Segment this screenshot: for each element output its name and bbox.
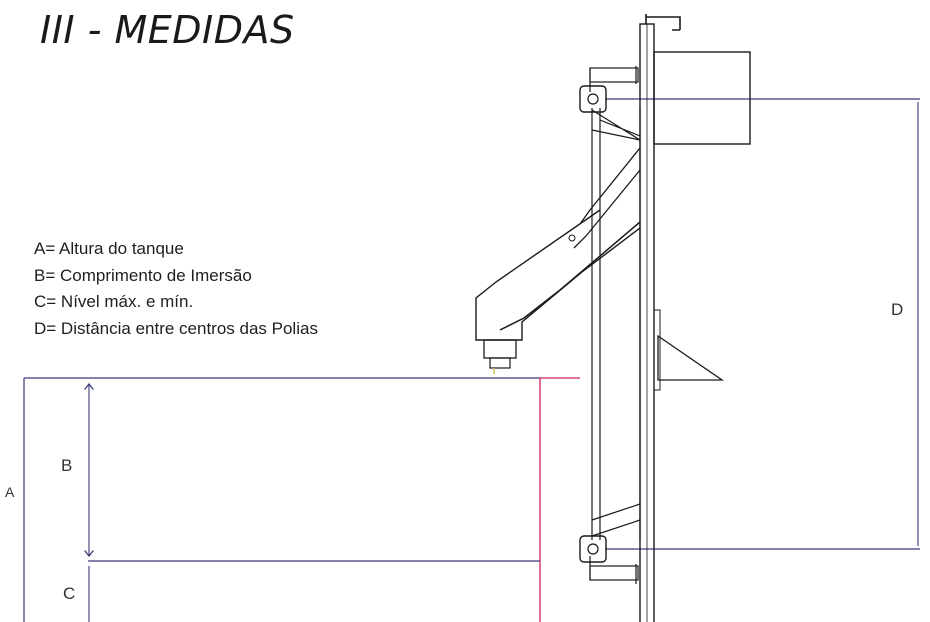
dimension-label-c: C <box>63 584 76 603</box>
trough-lower <box>499 221 641 331</box>
upper-pulley <box>579 66 639 113</box>
tank-dimensions <box>23 377 580 622</box>
dimension-label-d: D <box>891 300 904 319</box>
dimension-d <box>605 98 920 550</box>
dimension-label-a: A <box>5 484 15 500</box>
legend-item-b: B= Comprimento de Imersão <box>34 265 252 285</box>
side-bracket <box>657 334 725 381</box>
page-title: III - MEDIDAS <box>40 8 295 52</box>
upper-bracket <box>591 109 641 141</box>
top-hook <box>645 14 681 31</box>
legend-item-d: D= Distância entre centros das Polias <box>34 318 318 338</box>
dimension-label-b: B <box>61 456 73 475</box>
discharge-nozzle <box>483 339 517 359</box>
legend-item-a: A= Altura do tanque <box>34 239 184 258</box>
legend: A= Altura do tanque B= Comprimento de Im… <box>34 236 318 342</box>
legend-item-c: C= Nível máx. e mín. <box>34 292 194 311</box>
trough-body <box>475 209 641 341</box>
trough-upper <box>573 147 641 249</box>
lower-bracket <box>591 503 641 537</box>
skimmer-machine <box>475 14 751 622</box>
motor-box <box>653 51 751 145</box>
lower-pulley <box>579 535 639 584</box>
